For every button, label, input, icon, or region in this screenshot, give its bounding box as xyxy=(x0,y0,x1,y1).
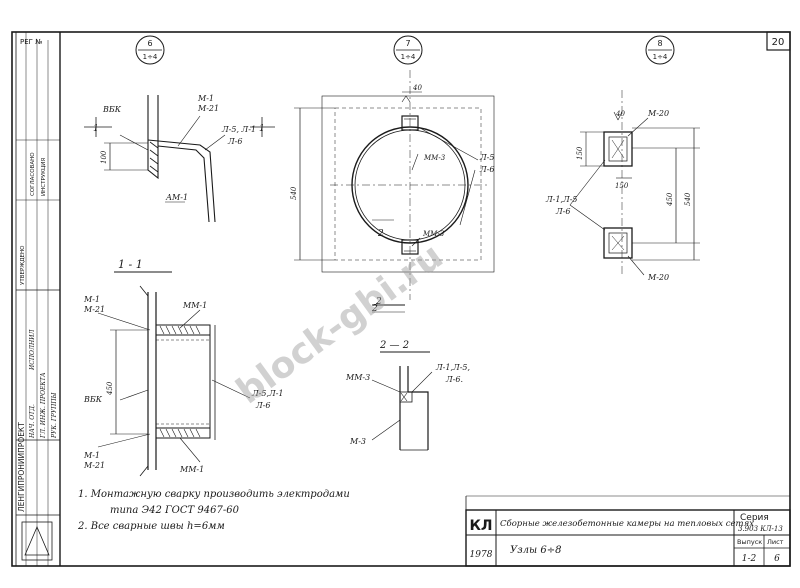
stamp-series-label: Серия xyxy=(740,513,769,523)
svg-text:1÷4: 1÷4 xyxy=(653,53,668,61)
node8-l6: Л-6 xyxy=(555,207,570,216)
node6-m1: М-1 xyxy=(197,94,214,103)
node8-dim450: 450 xyxy=(666,192,674,207)
side-agreed: СОГЛАСОВАНО xyxy=(30,152,36,196)
node6-l5l1: Л-5, Л-1 xyxy=(221,125,256,134)
stamp-code: КЛ xyxy=(469,518,492,534)
sec11-m1: М-1 xyxy=(83,295,100,304)
stamp-year: 1978 xyxy=(470,550,493,560)
node8-dim150b: 150 xyxy=(615,182,629,190)
node6-n1b: 1 xyxy=(259,124,265,134)
sec11-m21b: М-21 xyxy=(83,461,105,470)
sec11-l6: Л-6 xyxy=(255,401,270,410)
sec11-m1b: М-1 xyxy=(83,451,100,460)
node8-dim150: 150 xyxy=(576,146,584,160)
note-line-2: типа Э42 ГОСТ 9467-60 xyxy=(110,505,239,516)
node-7-drawing xyxy=(294,70,495,313)
sec11-m21: М-21 xyxy=(83,305,105,314)
sec11-mm1b: ММ-1 xyxy=(179,465,204,474)
sec11-mm1: ММ-1 xyxy=(182,301,207,310)
side-col1: НАЧ. ОТД. xyxy=(29,404,36,439)
title-block xyxy=(465,495,791,567)
side-stamp: ЛЕНГИПРОНИИПРОЕКТ НАЧ. ОТД. ГЛ. ИНЖ. ПРО… xyxy=(15,31,61,567)
node-6-drawing xyxy=(84,95,275,223)
node8-l1l5: Л-1,Л-5 xyxy=(545,195,577,204)
sec22-l6: Л-6. xyxy=(445,375,463,384)
node6-am1: АМ-1 xyxy=(165,193,188,202)
sheet-frame xyxy=(11,31,791,567)
section-2-2-title: 2 — 2 xyxy=(379,340,409,351)
sheet-number: 20 xyxy=(772,37,785,48)
stamp-series-value: 3.903 КЛ-13 xyxy=(738,525,783,533)
side-instr: ИНСТРУКЦИЯ xyxy=(41,158,47,196)
node8-dim40: 40 xyxy=(615,110,625,118)
stamp-title: Сборные железобетонные камеры на тепловы… xyxy=(500,518,754,529)
node7-mm3: ММ-3 xyxy=(423,154,446,162)
side-approved: УТВЕРЖДЕНО xyxy=(20,245,26,285)
stamp-sheet-label: Лист xyxy=(767,538,784,546)
svg-text:1÷4: 1÷4 xyxy=(401,53,416,61)
sec22-mm3: ММ-3 xyxy=(345,373,370,382)
node7-n2b: 2 xyxy=(371,304,378,314)
section-1-1-title: 1 - 1 xyxy=(118,258,143,271)
stamp-subtitle: Узлы 6÷8 xyxy=(510,545,561,556)
view-marker-7: 7 1÷4 xyxy=(393,35,423,65)
node7-l5: Л-5 xyxy=(479,153,494,162)
node7-num2: 2 xyxy=(377,229,384,239)
section-2-2-drawing xyxy=(371,351,433,451)
org-logo-box xyxy=(21,521,53,561)
sec22-m3: М-3 xyxy=(349,437,366,446)
node7-dim40: 40 xyxy=(412,84,422,92)
view-marker-6: 6 1÷4 xyxy=(135,35,165,65)
svg-text:8: 8 xyxy=(657,39,662,48)
node6-m21: М-21 xyxy=(197,104,219,113)
reg-number: РЕГ № xyxy=(20,38,42,46)
svg-text:6: 6 xyxy=(147,39,152,48)
node7-dim540: 540 xyxy=(290,186,298,200)
side-col2: ГЛ. ИНЖ. ПРОЕКТА xyxy=(40,372,47,439)
node-8-drawing xyxy=(569,90,700,276)
sec22-l1l5: Л-1,Л-5, xyxy=(435,363,470,372)
view-marker-8: 8 1÷4 xyxy=(645,35,675,65)
side-col4: ИСПОЛНИЛ xyxy=(29,329,36,371)
node8-m20: М-20 xyxy=(647,109,669,118)
node6-dim100: 100 xyxy=(100,150,108,164)
node8-dim540: 540 xyxy=(684,192,692,206)
sec11-bbk: ВБК xyxy=(83,395,103,404)
note-line-3: 2. Все сварные швы h=6мм xyxy=(78,521,225,532)
watermark: block-gbi.ru xyxy=(229,236,451,413)
svg-text:1÷4: 1÷4 xyxy=(143,53,158,61)
node6-bbk: ВБК xyxy=(102,105,122,114)
svg-text:7: 7 xyxy=(405,39,410,48)
sec11-dim450: 450 xyxy=(106,381,114,396)
section-1-1-drawing xyxy=(97,271,251,477)
sec11-l5l1: Л-5,Л-1 xyxy=(251,389,283,398)
node8-m20b: М-20 xyxy=(647,273,669,282)
side-col3: РУК. ГРУППЫ xyxy=(51,392,58,439)
node7-n2: 2 xyxy=(375,297,382,307)
node7-l6: Л-6 xyxy=(479,165,494,174)
note-line-1: 1. Монтажную сварку производить электрод… xyxy=(78,489,350,500)
node6-l6: Л-6 xyxy=(227,137,242,146)
stamp-issue-value: 1-2 xyxy=(742,554,757,564)
stamp-issue-label: Выпуск xyxy=(737,538,762,546)
node6-n1: 1 xyxy=(93,124,99,134)
sheet-number-box xyxy=(766,31,791,51)
side-org: ЛЕНГИПРОНИИПРОЕКТ xyxy=(17,422,26,512)
node7-mm3b: ММ-3 xyxy=(422,230,445,238)
stamp-sheet-value: 6 xyxy=(774,554,780,564)
